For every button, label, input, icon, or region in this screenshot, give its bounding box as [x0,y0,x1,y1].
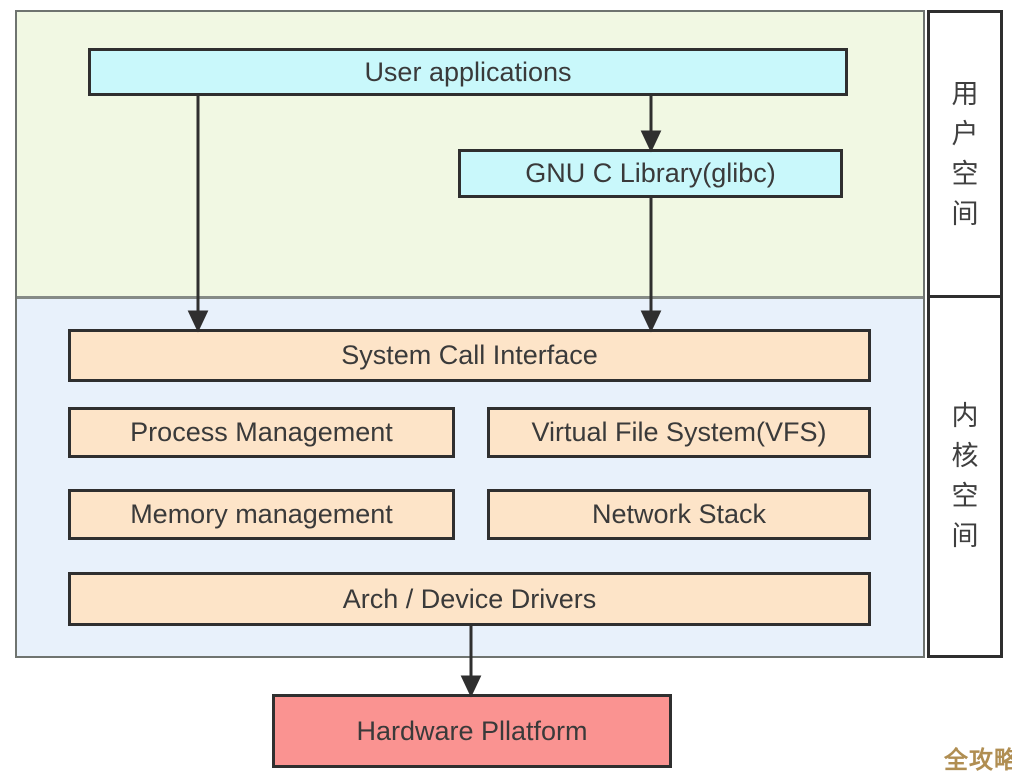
user-space-label-char: 空 [951,158,979,189]
user-space-label: 用 户 空 间 [930,13,1000,295]
kernel-space-label-char: 内 [951,401,979,431]
process-management-box: Process Management [68,407,455,458]
user-space-label-char: 间 [951,198,979,229]
kernel-space-label-char: 空 [951,481,979,511]
network-stack-box: Network Stack [487,489,871,540]
user-space-label-char: 户 [951,118,979,149]
memory-management-box: Memory management [68,489,455,540]
user-space-label-char: 用 [951,78,979,109]
arch-device-drivers-box: Arch / Device Drivers [68,572,871,626]
user-applications-box: User applications [88,48,848,96]
kernel-space-label: 内 核 空 间 [930,295,1000,655]
watermark-text: 全攻略 [944,747,1012,774]
virtual-file-system-box: Virtual File System(VFS) [487,407,871,458]
system-call-interface-box: System Call Interface [68,329,871,382]
space-label-column: 用 户 空 间 内 核 空 间 [927,10,1003,658]
gnu-c-library-box: GNU C Library(glibc) [458,149,843,198]
arrowhead-drivers-to-hardware [460,675,482,698]
kernel-space-label-char: 间 [951,521,979,551]
kernel-space-label-char: 核 [951,441,979,471]
hardware-platform-box: Hardware Pllatform [272,694,672,768]
